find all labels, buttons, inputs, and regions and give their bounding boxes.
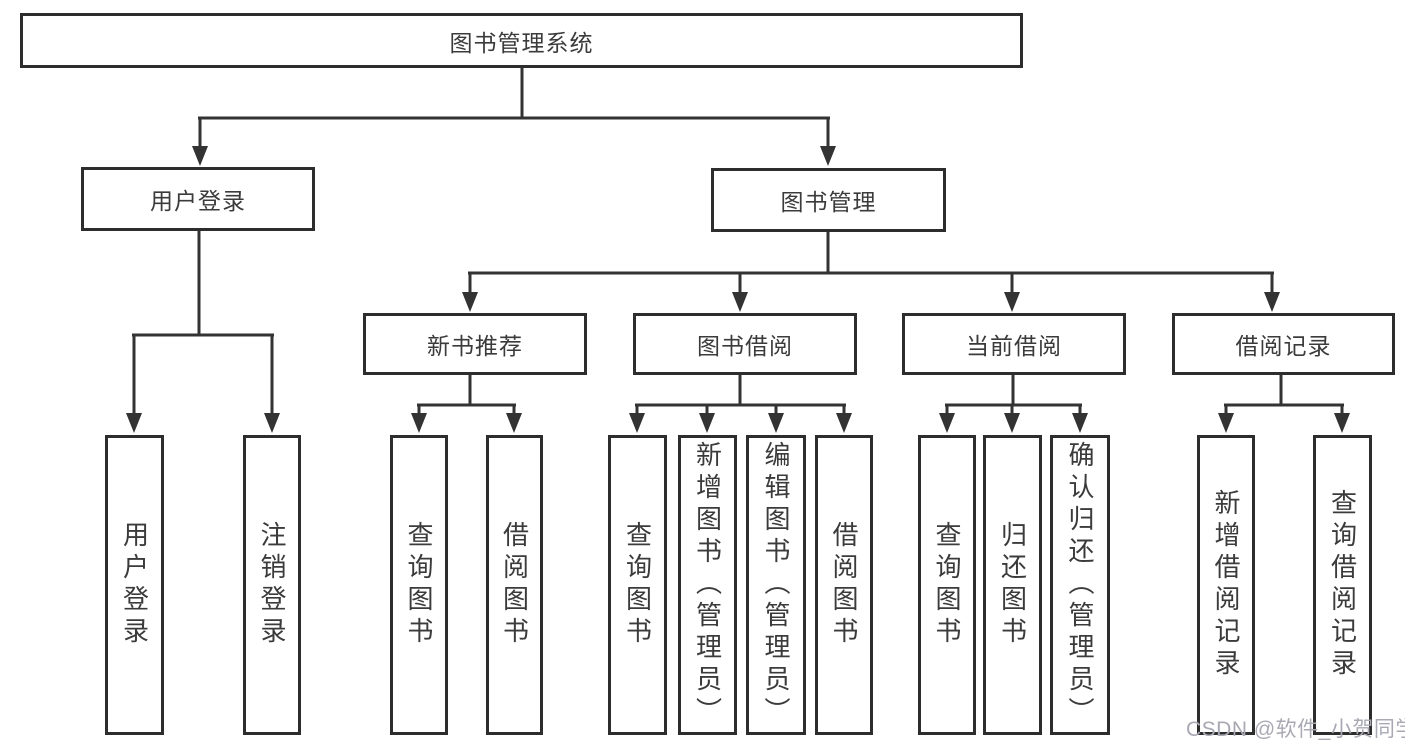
- arrow-down-icon: [836, 413, 852, 433]
- arrow-down-icon: [1218, 413, 1234, 433]
- leaf-borrow-books: 借阅图书: [815, 435, 873, 735]
- arrow-down-icon: [820, 146, 836, 166]
- leaf-user-login: 用户登录: [105, 435, 164, 735]
- leaf-add-books-admin: 新增图书（管理员）: [678, 435, 737, 735]
- connector-newbook-to-children: [417, 375, 516, 417]
- arrow-down-icon: [462, 292, 478, 312]
- leaf-logout: 注销登录: [243, 435, 301, 735]
- leaf-query-books-recommend: 查询图书: [390, 435, 448, 735]
- arrow-down-icon: [264, 413, 280, 433]
- connector-bookmgmt-to-level3: [468, 232, 1274, 295]
- connector-userlogin-to-children: [132, 231, 274, 417]
- arrow-down-icon: [1334, 413, 1350, 433]
- arrow-down-icon: [629, 413, 645, 433]
- arrow-down-icon: [1004, 413, 1020, 433]
- connector-records-to-children: [1224, 375, 1344, 417]
- leaf-query-books-borrow: 查询图书: [608, 435, 667, 735]
- arrow-down-icon: [768, 413, 784, 433]
- node-current-borrowing: 当前借阅: [902, 313, 1126, 375]
- node-book-management: 图书管理: [711, 168, 946, 232]
- leaf-edit-books-admin: 编辑图书（管理员）: [746, 435, 806, 735]
- arrow-down-icon: [192, 146, 208, 166]
- arrowheads: [126, 146, 1350, 433]
- leaf-query-borrow-record: 查询借阅记录: [1313, 435, 1372, 735]
- leaf-confirm-return-admin: 确认归还（管理员）: [1050, 435, 1110, 735]
- arrow-down-icon: [411, 413, 427, 433]
- csdn-watermark: CSDN @软件_小贺同学: [1186, 718, 1405, 741]
- connector-borrow-to-children: [635, 375, 846, 417]
- node-user-login: 用户登录: [81, 167, 315, 231]
- arrow-down-icon: [1072, 413, 1088, 433]
- node-borrowing-records: 借阅记录: [1172, 313, 1395, 375]
- arrow-down-icon: [1004, 292, 1020, 312]
- leaf-query-books-current: 查询图书: [918, 435, 976, 735]
- node-book-borrowing: 图书借阅: [633, 313, 857, 375]
- leaf-borrow-books-recommend: 借阅图书: [486, 435, 543, 735]
- connector-current-to-children: [945, 375, 1082, 417]
- arrow-down-icon: [506, 413, 522, 433]
- arrow-down-icon: [699, 413, 715, 433]
- arrow-down-icon: [126, 413, 142, 433]
- arrow-down-icon: [732, 292, 748, 312]
- leaf-return-books: 归还图书: [983, 435, 1042, 735]
- node-new-book-recommendation: 新书推荐: [363, 313, 587, 375]
- leaf-add-borrow-record: 新增借阅记录: [1197, 435, 1255, 735]
- arrow-down-icon: [1264, 292, 1280, 312]
- connector-root-to-level2: [198, 66, 830, 150]
- node-root: 图书管理系统: [20, 13, 1023, 68]
- arrow-down-icon: [939, 413, 955, 433]
